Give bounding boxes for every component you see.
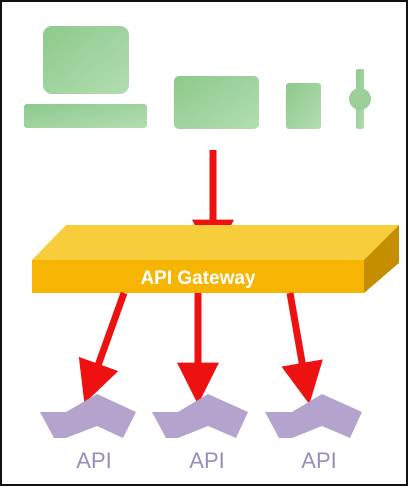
api-gateway-box: API Gateway [32,225,399,293]
api-chevron-icon [40,394,136,438]
client-devices [24,26,371,129]
desktop-computer-icon [24,26,147,128]
gateway-to-api-arrows [78,291,323,405]
gateway-to-api-arrow-left [78,291,128,404]
api-chevron-icon [152,394,248,438]
api-label: API [76,448,111,473]
api-label: API [301,448,336,473]
api-label: API [189,448,224,473]
gateway-side-face [364,225,399,293]
wearable-device-icon [349,69,371,129]
api-service-left: API [40,394,136,473]
gateway-to-api-arrow-right [281,292,323,405]
phone-icon [286,83,321,129]
api-service-right: API [265,394,362,473]
gateway-front-face [32,260,364,293]
api-service-middle: API [152,394,248,473]
tablet-icon [174,76,259,129]
gateway-label: API Gateway [140,268,256,289]
api-chevron-icon [265,394,362,438]
gateway-top-face [32,225,399,260]
